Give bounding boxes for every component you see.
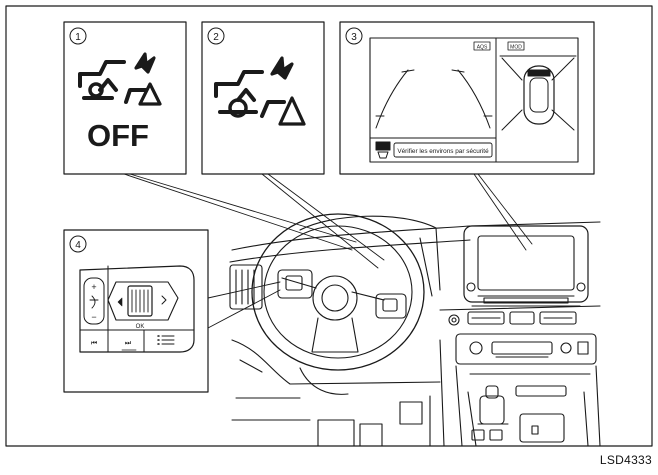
minus-label: − (91, 312, 96, 322)
safety-message: Vérifier les environs par sécurité (397, 148, 489, 155)
collision-warning-off-icon (78, 60, 148, 104)
panel-3 (339, 21, 595, 175)
figure-code: LSD4333 (599, 453, 652, 467)
off-label: OFF (87, 118, 149, 153)
next-track-icon: ⏭ (125, 340, 132, 347)
view-badge-right: MOD (510, 45, 522, 51)
view-badge-left: AQS (477, 45, 488, 51)
plus-label: + (91, 282, 96, 292)
callout-number-1: 1 (75, 32, 81, 43)
panel-4 (63, 229, 209, 393)
callout-number-3: 3 (351, 32, 357, 43)
camera-icon (375, 141, 391, 159)
panel-2 (201, 21, 325, 175)
callout-number-2: 2 (213, 32, 219, 43)
callout-number-4: 4 (75, 240, 81, 251)
ok-label: OK (136, 324, 145, 330)
dashboard-illustration (229, 213, 601, 447)
collision-warning-icon (214, 70, 286, 118)
previous-track-icon: ⏮ (91, 340, 97, 347)
panel-1 (63, 21, 187, 175)
leader-lines (123, 173, 533, 329)
